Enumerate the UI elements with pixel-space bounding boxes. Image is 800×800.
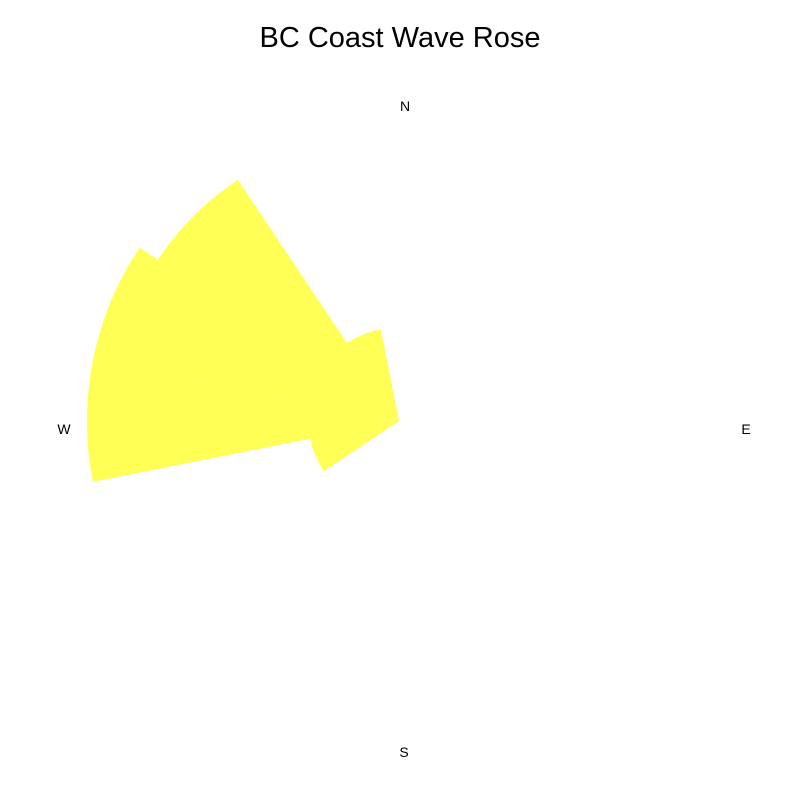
direction-label-e: E: [741, 421, 750, 437]
rose-sector-2: [92, 247, 400, 421]
direction-label-s: S: [399, 744, 408, 760]
direction-label-n: N: [400, 98, 410, 114]
rose-sector-0: [310, 421, 399, 472]
rose-sectors: [86, 179, 400, 482]
rose-sector-1: [86, 360, 400, 482]
rose-sector-4: [347, 329, 399, 421]
chart-title: BC Coast Wave Rose: [259, 22, 541, 54]
direction-label-w: W: [57, 421, 71, 437]
rose-sector-3: [157, 179, 399, 421]
